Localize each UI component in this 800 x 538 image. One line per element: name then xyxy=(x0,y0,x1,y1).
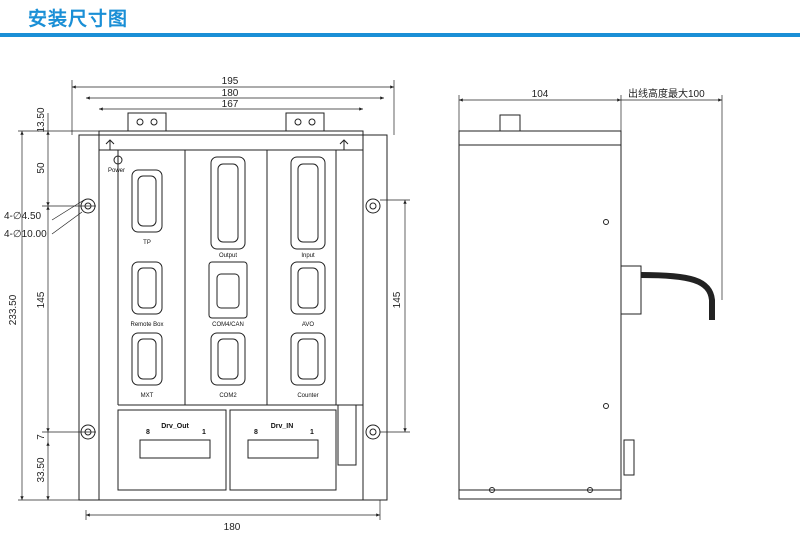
top-terminal-right xyxy=(285,112,325,132)
pin-8-in: 8 xyxy=(254,429,258,436)
mxt-label: MXT xyxy=(141,393,154,399)
avo-connector xyxy=(290,261,326,315)
device-body xyxy=(98,130,364,501)
remote-box-connector xyxy=(131,261,163,315)
com4-can-label: COM4/CAN xyxy=(212,322,244,328)
dim-max-wire-height: 出线高度最大100 xyxy=(628,87,705,100)
dim-50: 50 xyxy=(36,162,47,174)
dim-195: 195 xyxy=(222,76,239,87)
pin-1-in: 1 xyxy=(310,429,314,436)
tp-label: TP xyxy=(143,240,151,246)
counter-connector xyxy=(290,332,326,386)
side-body xyxy=(458,130,622,500)
power-label: Power xyxy=(108,168,125,174)
output-label: Output xyxy=(219,253,237,259)
cable xyxy=(640,272,715,320)
side-top-terminal xyxy=(499,114,521,132)
header-accent-bar xyxy=(0,33,800,37)
tp-connector xyxy=(131,169,163,233)
input-connector xyxy=(290,156,326,250)
remote-box-label: Remote Box xyxy=(130,322,163,328)
pin-1-out: 1 xyxy=(202,429,206,436)
counter-label: Counter xyxy=(297,393,318,399)
side-switch-profile xyxy=(623,439,635,476)
dim-hole-large: 4-∅10.00 xyxy=(4,229,47,240)
dim-145-right: 145 xyxy=(392,291,403,308)
mxt-connector xyxy=(131,332,163,386)
top-terminal-left xyxy=(127,112,167,132)
dim-145-left: 145 xyxy=(36,291,47,308)
page-title: 安装尺寸图 xyxy=(28,8,129,30)
avo-label: AVO xyxy=(302,322,315,328)
dim-180-bottom: 180 xyxy=(224,522,241,533)
drv-in-block xyxy=(229,409,337,491)
front-dimension-lines xyxy=(18,80,410,520)
drv-out-block xyxy=(117,409,227,491)
side-connector xyxy=(620,265,642,315)
power-led xyxy=(113,155,123,165)
up-arrow-icon xyxy=(339,139,349,150)
dim-7: 7 xyxy=(36,434,47,440)
up-arrow-icon xyxy=(105,139,115,150)
side-switch xyxy=(337,404,357,466)
dim-33-50: 33.50 xyxy=(36,457,47,482)
dim-180-top: 180 xyxy=(222,88,239,99)
com2-connector xyxy=(210,332,246,386)
side-dimension-lines xyxy=(458,95,723,300)
pin-8-out: 8 xyxy=(146,429,150,436)
dim-167: 167 xyxy=(222,99,239,110)
dim-104: 104 xyxy=(532,89,549,100)
side-view xyxy=(458,114,715,500)
dim-hole-small: 4-∅4.50 xyxy=(4,211,42,222)
com4-can-connector xyxy=(208,261,248,319)
com2-label: COM2 xyxy=(219,393,237,399)
front-view xyxy=(78,112,388,501)
page-header: 安装尺寸图 xyxy=(0,0,800,37)
dim-233-50: 233.50 xyxy=(8,294,19,325)
dim-13-50: 13.50 xyxy=(36,107,47,132)
drv-in-label: Drv_IN xyxy=(271,423,294,430)
output-connector xyxy=(210,156,246,250)
input-label: Input xyxy=(301,253,315,259)
mounting-holes xyxy=(80,198,381,440)
drv-out-label: Drv_Out xyxy=(161,423,189,430)
